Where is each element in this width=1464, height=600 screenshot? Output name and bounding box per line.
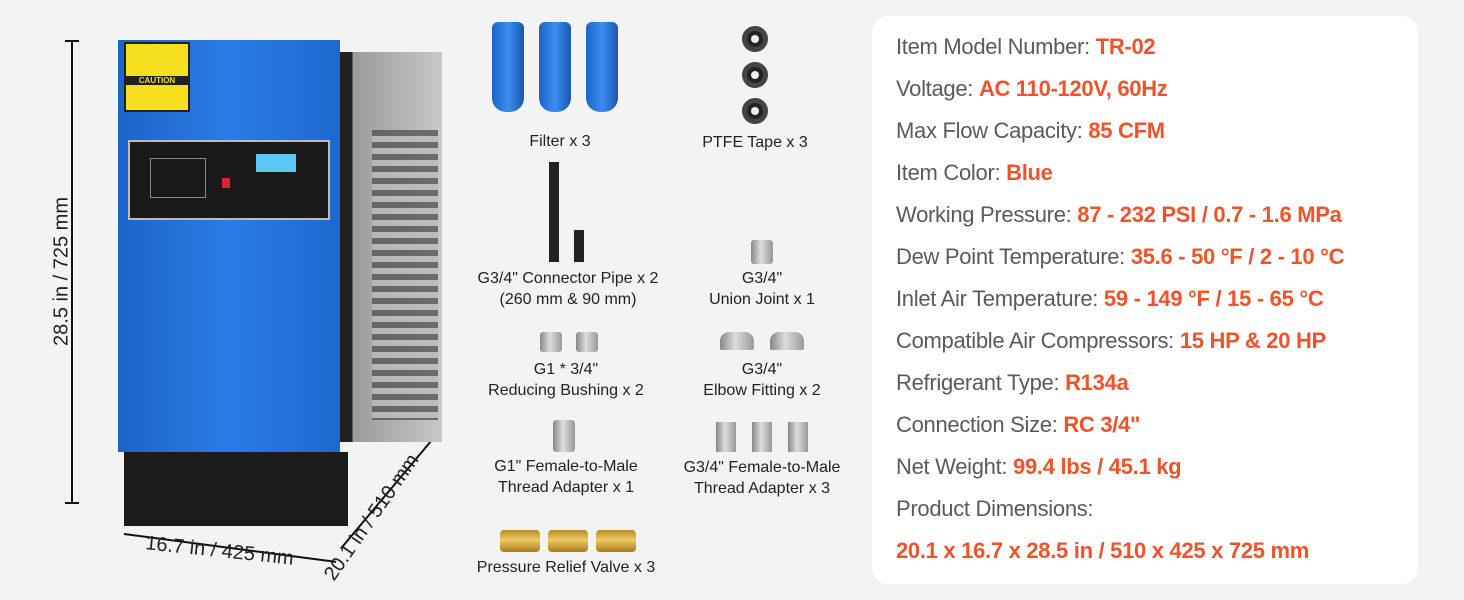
base (124, 452, 348, 526)
connector-pipe-short (574, 230, 584, 262)
dimension-tick (65, 502, 79, 504)
connector-pipe-long (549, 162, 559, 262)
spec-dew-point: Dew Point Temperature: 35.6 - 50 °F / 2 … (896, 244, 1345, 269)
control-panel (128, 140, 330, 220)
caution-label: CAUTION (124, 42, 190, 112)
dew-point-display (150, 158, 206, 198)
elbow-fitting-image (720, 332, 804, 350)
caption-union-joint: G3/4"Union Joint x 1 (709, 270, 815, 308)
ptfe-tape-image (742, 26, 768, 124)
filter-image (492, 22, 618, 112)
vent-grille (372, 130, 438, 420)
caption-reducing-bushing: G1 * 3/4"Reducing Bushing x 2 (488, 361, 644, 399)
spec-dimensions-label: Product Dimensions: (896, 496, 1094, 521)
power-switch (222, 178, 230, 188)
caption-ptfe-tape: PTFE Tape x 3 (702, 134, 808, 151)
spec-flow: Max Flow Capacity: 85 CFM (896, 118, 1165, 143)
spec-refrigerant: Refrigerant Type: R134a (896, 370, 1129, 395)
caption-pressure-relief-valve: Pressure Relief Valve x 3 (476, 559, 656, 576)
spec-voltage: Voltage: AC 110-120V, 60Hz (896, 76, 1168, 101)
spec-inlet-temp: Inlet Air Temperature: 59 - 149 °F / 15 … (896, 286, 1324, 311)
flow-diagram (256, 154, 296, 172)
reducing-bushing-image (540, 332, 598, 352)
width-dimension-label: 16.7 in / 425 mm (144, 532, 295, 570)
spec-model: Item Model Number: TR-02 (896, 34, 1156, 59)
height-dimension-label: 28.5 in / 725 mm (50, 197, 73, 346)
g1-thread-adapter-image (553, 420, 575, 452)
specs-card: Item Model Number: TR-02 Voltage: AC 110… (872, 16, 1418, 584)
caption-connector-pipe: G3/4" Connector Pipe x 2(260 mm & 90 mm) (477, 270, 659, 308)
air-dryer-product-image: CAUTION (110, 40, 450, 530)
caution-text: CAUTION (126, 76, 188, 85)
caption-filter: Filter x 3 (529, 133, 591, 150)
spec-dimensions-value: 20.1 x 16.7 x 28.5 in / 510 x 425 x 725 … (896, 538, 1310, 563)
caption-elbow-fitting: G3/4"Elbow Fitting x 2 (703, 361, 821, 399)
spec-color: Item Color: Blue (896, 160, 1053, 185)
union-joint-image (751, 240, 773, 264)
spec-pressure: Working Pressure: 87 - 232 PSI / 0.7 - 1… (896, 202, 1342, 227)
pressure-relief-valve-image (500, 530, 636, 552)
spec-connection: Connection Size: RC 3/4" (896, 412, 1141, 437)
height-dimension-line (71, 40, 73, 503)
spec-compressors: Compatible Air Compressors: 15 HP & 20 H… (896, 328, 1326, 353)
dimension-tick (65, 40, 79, 42)
g34-thread-adapter-image (716, 422, 808, 452)
spec-weight: Net Weight: 99.4 lbs / 45.1 kg (896, 454, 1182, 479)
